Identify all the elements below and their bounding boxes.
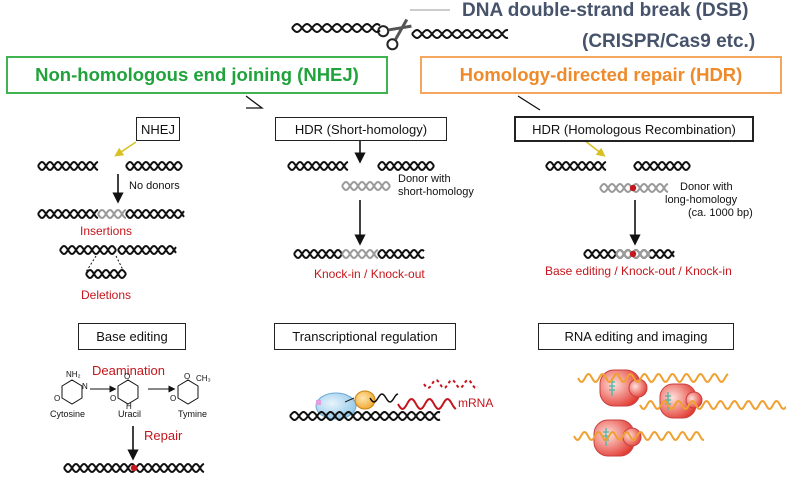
nhej-insert-dna-right bbox=[125, 208, 185, 220]
insertions-text: Insertions bbox=[80, 224, 133, 238]
donor-long-line3: (ca. 1000 bp) bbox=[688, 207, 753, 219]
hdr-hr-result: Base editing / Knock-out / Knock-in bbox=[545, 264, 732, 278]
hdr-short-label: HDR (Short-homology) bbox=[275, 117, 447, 141]
transcription-dna bbox=[289, 411, 441, 421]
hdr-short-dna-left bbox=[287, 160, 349, 172]
h-label-1: H bbox=[126, 402, 132, 411]
rna-strand-1 bbox=[577, 373, 729, 383]
connector-line bbox=[517, 95, 541, 111]
arrow bbox=[583, 139, 606, 157]
base-editing-label: Base editing bbox=[78, 323, 186, 350]
nhej-insert-dna-grey bbox=[97, 208, 127, 220]
arrow bbox=[114, 141, 137, 157]
nhej-broken-dna-right bbox=[125, 160, 183, 172]
cytosine-structure bbox=[61, 379, 83, 405]
hdr-short-result-left bbox=[293, 248, 343, 260]
ch3-label: CH₃ bbox=[196, 374, 211, 383]
hdr-short-result: Knock-in / Knock-out bbox=[314, 267, 425, 281]
o-label-2: O bbox=[124, 372, 131, 381]
rna-strand-3 bbox=[573, 431, 704, 441]
deletion-connector bbox=[85, 255, 125, 273]
nhej-broken-dna-left bbox=[37, 160, 99, 172]
rna-label: RNA editing and imaging bbox=[538, 323, 734, 350]
n-label-1: N bbox=[82, 382, 88, 391]
dsb-dna-left bbox=[291, 22, 381, 34]
base-editing-edit-mark bbox=[130, 464, 138, 472]
nh2-label: NH₂ bbox=[66, 370, 81, 379]
mrna-dashed bbox=[423, 378, 479, 390]
hdr-hr-label: HDR (Homologous Recombination) bbox=[514, 116, 754, 142]
mrna-strand bbox=[397, 398, 457, 410]
transcription-label: Transcriptional regulation bbox=[274, 323, 456, 350]
protein-effector bbox=[354, 390, 376, 410]
deletions-text: Deletions bbox=[81, 288, 132, 302]
hdr-pathway-box: Homology-directed repair (HDR) bbox=[420, 56, 782, 94]
donor-long-line2: long-homology bbox=[665, 194, 738, 206]
nhej-deleted-fragment bbox=[85, 268, 127, 280]
rna-protein-1 bbox=[599, 369, 648, 407]
no-donors-text: No donors bbox=[129, 180, 180, 192]
tymine-structure bbox=[177, 379, 199, 405]
guide-marker bbox=[316, 400, 321, 405]
guide-strand bbox=[369, 393, 399, 403]
dsb-dna-right bbox=[411, 28, 509, 40]
nhej-label: NHEJ bbox=[136, 117, 180, 141]
mrna-text: mRNA bbox=[458, 396, 494, 410]
o-label-1: O bbox=[54, 394, 61, 403]
donor-short-line2: short-homology bbox=[398, 186, 474, 198]
hdr-short-result-grey bbox=[341, 248, 379, 260]
repair-text: Repair bbox=[144, 428, 183, 443]
rna-strand-2 bbox=[639, 400, 786, 410]
hdr-short-dna-right bbox=[377, 160, 435, 172]
hdr-hr-donor-edit-mark bbox=[629, 184, 637, 192]
o-label-3: O bbox=[110, 394, 117, 403]
uracil-text: Uracil bbox=[118, 409, 142, 419]
cytosine-text: Cytosine bbox=[50, 409, 86, 419]
connector-line bbox=[245, 95, 264, 109]
o-label-5: O bbox=[170, 394, 177, 403]
dsb-subtitle: (CRISPR/Cas9 etc.) bbox=[582, 31, 756, 52]
nhej-deletion-dna-right bbox=[117, 244, 177, 256]
nhej-insert-dna-left bbox=[37, 208, 99, 220]
hdr-hr-dna-left bbox=[545, 160, 607, 172]
scissors-icon bbox=[377, 18, 412, 51]
tymine-text: Tymine bbox=[178, 409, 208, 419]
o-label-4: O bbox=[184, 372, 191, 381]
dsb-title: DNA double-strand break (DSB) bbox=[462, 0, 749, 21]
donor-short-line1: Donor with bbox=[398, 173, 451, 185]
hdr-short-result-right bbox=[377, 248, 425, 260]
deamination-text: Deamination bbox=[92, 363, 165, 378]
nhej-pathway-box: Non-homologous end joining (NHEJ) bbox=[6, 56, 388, 94]
hdr-hr-dna-right bbox=[633, 160, 691, 172]
uracil-structure bbox=[117, 379, 139, 405]
guide-rna bbox=[603, 378, 671, 446]
hdr-short-donor bbox=[341, 180, 391, 192]
hdr-hr-result-edit-mark bbox=[629, 250, 637, 258]
nhej-deletion-dna-left bbox=[59, 244, 117, 256]
donor-long-line1: Donor with bbox=[680, 181, 733, 193]
